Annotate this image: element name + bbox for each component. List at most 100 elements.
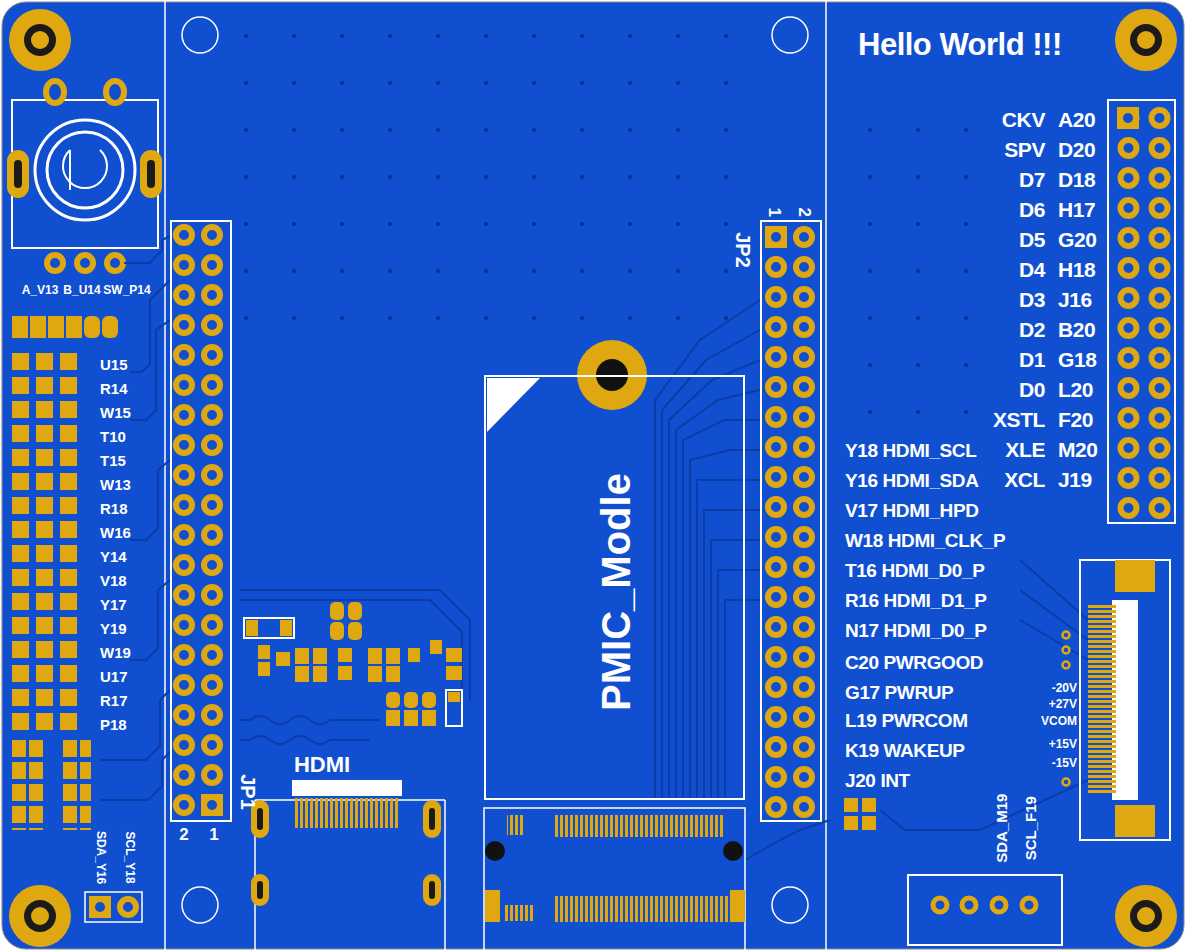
pin-label: D20 [1058,138,1095,161]
pad [844,798,858,812]
pad [258,662,270,676]
signal-label: XLE [1005,438,1045,461]
module-outline [164,0,166,951]
pin-label: R17 [100,693,128,710]
trace [240,600,462,700]
pin-number: 1 [765,207,784,216]
pad [338,666,352,680]
pad [276,652,290,666]
anchor-pad [1115,560,1155,592]
signal-label: D4 [1019,258,1045,281]
pin1-hole [771,232,781,242]
pad-grid [12,738,43,830]
part-outline [446,690,462,726]
trace [240,716,380,724]
pin-label: SDA_Y16 [94,831,107,884]
mount-hole [24,900,56,932]
pad [84,316,100,338]
fpc-connector [1063,560,1171,840]
signal-label: Y16 HDMI_SDA [845,471,979,492]
voltage-label: +15V [1049,738,1077,751]
trace [130,320,170,420]
trace [1020,560,1088,620]
encoder-slot [14,160,22,188]
pad [330,622,344,640]
encoder-pin [106,81,124,103]
module-connector [484,808,745,951]
pad [295,648,309,664]
pad [962,898,976,912]
pad [430,640,442,654]
pmic-module: PMIC_Modle [484,375,745,800]
pad [386,692,400,708]
signal-label: L19 PWRCOM [845,711,968,732]
jp1-pads [170,220,226,820]
pad [446,648,462,662]
pin-label: J16 [1058,288,1092,311]
mount-ring [1115,885,1177,947]
connector-fingers [555,896,730,922]
j20-pads [844,798,876,830]
pad [404,692,418,708]
pin-label: P18 [100,717,127,734]
pad [408,648,420,662]
pad [446,666,462,680]
pad [448,692,460,702]
pin-label: D18 [1058,168,1095,191]
module-outline [825,0,827,951]
node-title: JP2 [732,232,754,268]
pad [66,316,82,338]
header-pads [1113,103,1175,523]
pad [89,896,111,918]
pin-label: SW_P14 [103,284,150,297]
trace [683,420,760,800]
signal-label: XCL [1004,468,1045,491]
pin-label: L20 [1058,378,1093,401]
signal-label: W18 HDMI_CLK_P [845,531,1005,552]
mount-core [1137,907,1155,925]
mount-hole [1130,900,1162,932]
signal-label: N17 HDMI_D0_P [845,621,987,642]
shell-pad [423,874,441,906]
trace [711,540,760,800]
trace [745,820,830,860]
pad [862,816,876,830]
signal-label: D0 [1019,378,1045,401]
pin-label: V18 [100,573,127,590]
trace [240,736,370,744]
trace [100,690,170,760]
pin-label: Y17 [100,597,127,614]
pad [330,602,344,620]
trace [240,590,470,700]
encoder-lug [7,150,29,198]
signal-label: D2 [1019,318,1045,341]
mount-hole [1130,24,1162,56]
mount-core [31,907,49,925]
voltage-label: -15V [1052,757,1077,770]
signal-label: R16 HDMI_D1_P [845,591,987,612]
pin-label: B_U14 [63,284,100,297]
header-jp1: JP112 [170,220,232,822]
header-outline [1108,100,1175,523]
module-hole [182,17,218,53]
pin1-pad [765,226,787,248]
board-title: Hello World !!! [858,28,1062,62]
pin-label: R14 [100,381,128,398]
pin-label: SCL_Y18 [122,832,135,884]
pin-label: H17 [1058,198,1095,221]
trace [669,360,760,800]
pin1-hole [207,800,217,810]
pad [933,898,947,912]
pin-label: U17 [100,669,128,686]
pin-label: A_V13 [22,284,59,297]
part-outline [244,618,294,638]
pin-label: W15 [100,405,131,422]
pin-label: J19 [1058,468,1092,491]
i2c-connector [908,875,1062,945]
signal-label: D7 [1019,168,1045,191]
connector-outline [908,875,1062,945]
pad-outline [85,892,142,922]
connector-fingers [507,815,525,835]
via-field [240,30,750,360]
